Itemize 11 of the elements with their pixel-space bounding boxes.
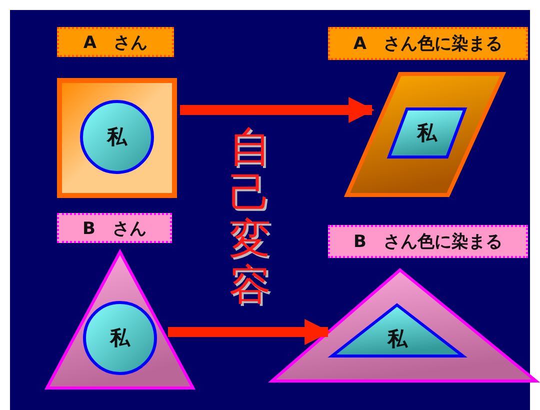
node-label: 私 <box>388 325 408 352</box>
name-tag: A さん色に染まる <box>328 27 528 60</box>
node-label: 私 <box>417 120 437 146</box>
name-tag: B さん <box>57 213 172 243</box>
node-label: 私 <box>110 324 130 352</box>
node-label: 私 <box>107 124 127 150</box>
name-tag: A さん <box>57 27 174 57</box>
arrow <box>180 97 375 123</box>
vertical-heading: 自己変容 <box>228 124 272 308</box>
name-tag: B さん色に染まる <box>328 225 528 258</box>
arrow <box>168 319 331 345</box>
